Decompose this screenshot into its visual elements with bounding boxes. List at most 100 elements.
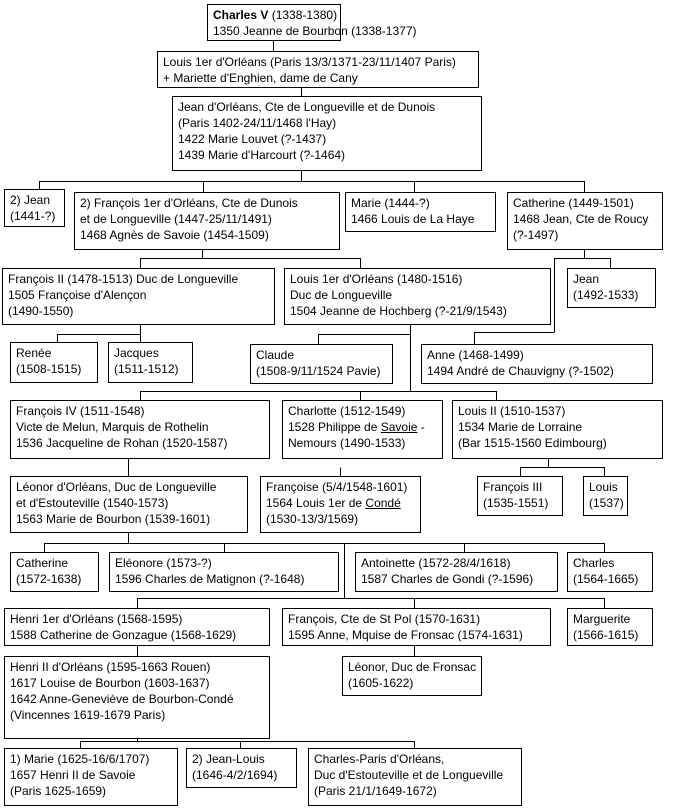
- person-line: Duc de Longueville: [290, 288, 393, 302]
- person-line: Jacques: [114, 346, 159, 360]
- person-line: Louis 1er d'Orléans (Paris 13/3/1371-23/…: [163, 55, 456, 69]
- person-line: Eléonore (1573-?): [115, 556, 212, 570]
- person-line: 1534 Marie de Lorraine: [458, 420, 583, 434]
- person-line: Catherine: [16, 556, 69, 570]
- person-line: (Paris 21/1/1649-1672): [314, 784, 437, 798]
- person-line: Renée: [16, 346, 52, 360]
- person-box-leonor-fronsac: Léonor, Duc de Fronsac (1605-1622): [342, 656, 482, 696]
- person-line: Claude: [256, 348, 295, 362]
- person-dates: (1338-1380): [268, 8, 338, 22]
- person-name: Charles V: [213, 8, 269, 22]
- person-line: (1605-1622): [348, 676, 414, 690]
- person-box-leonor-orleans: Léonor d'Orléans, Duc de Longueville et …: [10, 476, 248, 533]
- person-line: (1441-?): [10, 209, 56, 223]
- person-line: Charles-Paris d'Orléans,: [314, 752, 445, 766]
- person-line: 1657 Henri II de Savoie: [10, 768, 136, 782]
- person-line: François IV (1511-1548): [16, 404, 145, 418]
- spouse-link[interactable]: Condé: [365, 496, 401, 510]
- person-line: (Bar 1515-1560 Edimbourg): [458, 436, 607, 450]
- person-line: 1528 Philippe de: [288, 420, 381, 434]
- person-line: François II (1478-1513) Duc de Longuevil…: [8, 272, 239, 286]
- person-line: 1494 André de Chauvigny (?-1502): [427, 364, 614, 378]
- person-box-henri-ii: Henri II d'Orléans (1595-1663 Rouen) 161…: [4, 656, 270, 739]
- person-box-francois-st-pol: François, Cte de St Pol (1570-1631) 1595…: [282, 608, 551, 646]
- person-line: Louis: [589, 480, 618, 494]
- person-line: (1566-1615): [573, 628, 639, 642]
- person-line: 1422 Marie Louvet (?-1437): [178, 132, 327, 146]
- person-line: (1492-1533): [573, 288, 639, 302]
- person-line: 1504 Jeanne de Hochberg (?-21/9/1543): [290, 304, 507, 318]
- person-line: 1350 Jeanne de Bourbon (1338-1377): [213, 24, 417, 38]
- person-line: (1535-1551): [483, 496, 549, 510]
- person-line: Henri 1er d'Orléans (1568-1595): [10, 612, 183, 626]
- person-line: Jean d'Orléans, Cte de Longueville et de…: [178, 100, 436, 114]
- person-box-jacques: Jacques (1511-1512): [108, 342, 193, 383]
- person-line: -: [417, 420, 425, 434]
- person-line: (1508-9/11/1524 Pavie): [256, 364, 381, 378]
- person-line: 1642 Anne-Geneviève de Bourbon-Condé: [10, 692, 234, 706]
- person-box-marguerite: Marguerite (1566-1615): [567, 608, 653, 646]
- person-box-francoise-1548: Françoise (5/4/1548-1601) 1564 Louis 1er…: [260, 476, 421, 533]
- person-box-antoinette: Antoinette (1572-28/4/1618) 1587 Charles…: [355, 552, 558, 592]
- person-box-jean-louis: 2) Jean-Louis (1646-4/2/1694): [186, 748, 297, 788]
- person-line: (1490-1550): [8, 304, 74, 318]
- person-line: 1466 Louis de La Haye: [351, 212, 475, 226]
- person-box-renee: Renée (1508-1515): [10, 342, 98, 383]
- person-line: Jean: [573, 272, 600, 286]
- person-box-francois-iv: François IV (1511-1548) Victe de Melun, …: [10, 400, 270, 459]
- spouse-link[interactable]: Savoie: [380, 420, 418, 434]
- person-box-henri-1er: Henri 1er d'Orléans (1568-1595) 1588 Cat…: [4, 608, 270, 646]
- person-box-charles-paris: Charles-Paris d'Orléans, Duc d'Estoutevi…: [308, 748, 522, 806]
- person-line: 1617 Louise de Bourbon (1603-1637): [10, 676, 210, 690]
- person-line: Catherine (1449-1501): [513, 196, 634, 210]
- person-line: 1468 Agnès de Savoie (1454-1509): [80, 228, 269, 242]
- person-box-anne-1468: Anne (1468-1499) 1494 André de Chauvigny…: [421, 344, 653, 384]
- person-line: Françoise (5/4/1548-1601): [266, 480, 408, 494]
- person-line: (?-1497): [513, 228, 559, 242]
- person-line: 1439 Marie d'Harcourt (?-1464): [178, 148, 346, 162]
- person-line: (1572-1638): [16, 572, 82, 586]
- person-box-marie-1625: 1) Marie (1625-16/6/1707) 1657 Henri II …: [4, 748, 178, 806]
- person-line: Charles: [573, 556, 615, 570]
- person-box-charlotte: Charlotte (1512-1549) 1528 Philippe de S…: [282, 400, 443, 459]
- person-box-jean-orleans-longueville: Jean d'Orléans, Cte de Longueville et de…: [172, 96, 482, 171]
- person-line: Charlotte (1512-1549): [288, 404, 406, 418]
- person-box-catherine-1572: Catherine (1572-1638): [10, 552, 99, 592]
- person-line: 2) François 1er d'Orléans, Cte de Dunois: [80, 196, 298, 210]
- person-line: Anne (1468-1499): [427, 348, 524, 362]
- person-line: Marguerite: [573, 612, 631, 626]
- person-line: Louis 1er d'Orléans (1480-1516): [290, 272, 463, 286]
- person-box-eleonore: Eléonore (1573-?) 1596 Charles de Matign…: [109, 552, 339, 592]
- person-line: (1646-4/2/1694): [192, 768, 278, 782]
- person-box-charles-v: Charles V (1338-1380) 1350 Jeanne de Bou…: [207, 4, 417, 41]
- person-box-francois-iii: François III (1535-1551): [477, 476, 563, 516]
- person-box-louis-1537: Louis (1537): [583, 476, 628, 516]
- person-box-francois-1er: 2) François 1er d'Orléans, Cte de Dunois…: [74, 192, 340, 250]
- person-line: Henri II d'Orléans (1595-1663 Rouen): [10, 660, 211, 674]
- person-box-francois-ii: François II (1478-1513) Duc de Longuevil…: [2, 268, 275, 325]
- person-line: 1) Marie (1625-16/6/1707): [10, 752, 150, 766]
- person-box-jean-2: 2) Jean (1441-?): [4, 189, 65, 227]
- person-box-jean-1492: Jean (1492-1533): [567, 268, 656, 308]
- person-box-charles-1564: Charles (1564-1665): [567, 552, 653, 592]
- person-line: + Mariette d'Enghien, dame de Cany: [163, 71, 358, 85]
- person-line: 2) Jean-Louis: [192, 752, 265, 766]
- person-line: 1536 Jacqueline de Rohan (1520-1587): [16, 436, 228, 450]
- person-line: Marie (1444-?): [351, 196, 430, 210]
- person-line: (1530-13/3/1569): [266, 512, 359, 526]
- person-line: Nemours (1490-1533): [288, 436, 406, 450]
- person-line: François, Cte de St Pol (1570-1631): [288, 612, 481, 626]
- person-line: 1595 Anne, Mquise de Fronsac (1574-1631): [288, 628, 523, 642]
- person-line: et de Longueville (1447-25/11/1491): [80, 212, 272, 226]
- person-line: 1596 Charles de Matignon (?-1648): [115, 572, 305, 586]
- person-line: Léonor, Duc de Fronsac: [348, 660, 477, 674]
- person-line: 2) Jean: [10, 193, 51, 207]
- person-box-claude: Claude (1508-9/11/1524 Pavie): [250, 344, 393, 384]
- person-line: (1511-1512): [114, 362, 179, 376]
- person-box-louis-1er-orleans: Louis 1er d'Orléans (Paris 13/3/1371-23/…: [157, 51, 479, 88]
- person-line: 1588 Catherine de Gonzague (1568-1629): [10, 628, 237, 642]
- person-line: 1587 Charles de Gondi (?-1596): [361, 572, 534, 586]
- person-line: François III: [483, 480, 543, 494]
- person-line: (1508-1515): [16, 362, 82, 376]
- person-line: 1468 Jean, Cte de Roucy: [513, 212, 649, 226]
